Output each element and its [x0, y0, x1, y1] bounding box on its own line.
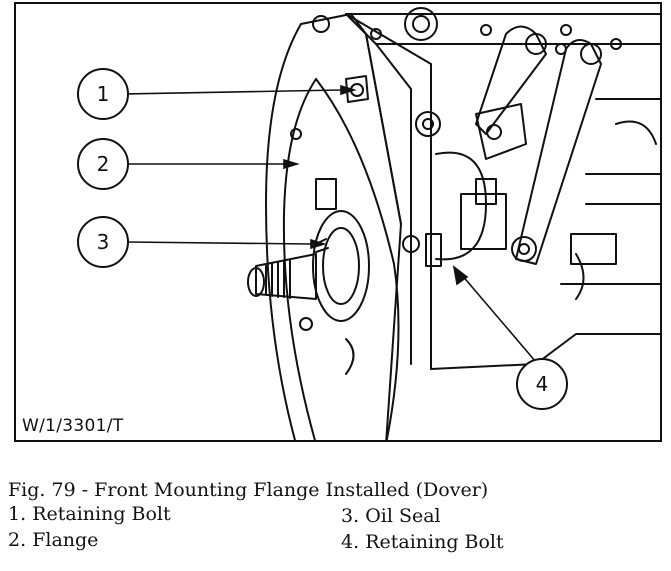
figure-frame: 1 2 3 4 W/1/3301/T [14, 2, 662, 442]
svg-text:4: 4 [536, 372, 549, 396]
legend-number: 4. [341, 531, 360, 553]
legend-item-2: 2. Flange [8, 528, 98, 552]
engine-block [345, 7, 660, 370]
legend-label: Oil Seal [365, 505, 441, 527]
legend-label: Retaining Bolt [32, 503, 171, 525]
callout-1: 1 [77, 68, 129, 120]
callout-3: 3 [77, 216, 129, 268]
drawing-reference: W/1/3301/T [22, 416, 124, 436]
svg-text:3: 3 [97, 230, 110, 254]
legend-number: 2. [8, 529, 27, 551]
legend-item-3: 3. Oil Seal [341, 504, 441, 528]
mounting-flange [265, 13, 442, 440]
legend-label: Flange [32, 529, 99, 551]
callout-4: 4 [516, 358, 568, 410]
oil-seal-and-shaft [247, 210, 370, 322]
callout-2: 2 [77, 138, 129, 190]
caption-legend: 1. Retaining Bolt 2. Flange 3. Oil Seal … [8, 502, 658, 554]
leader-line-1 [125, 89, 342, 95]
legend-number: 3. [341, 505, 360, 527]
legend-item-1: 1. Retaining Bolt [8, 502, 171, 526]
leader-arrow-3 [310, 238, 327, 250]
leader-arrow-2 [283, 158, 300, 170]
engine-illustration: 1 2 3 4 [77, 7, 660, 440]
rocker-linkage [460, 25, 622, 300]
caption-title: Fig. 79 - Front Mounting Flange Installe… [8, 479, 489, 501]
legend-item-4: 4. Retaining Bolt [341, 530, 504, 554]
legend-number: 1. [8, 503, 27, 525]
svg-text:2: 2 [97, 152, 110, 176]
leader-arrow-1 [340, 84, 357, 96]
figure-caption: Fig. 79 - Front Mounting Flange Installe… [8, 478, 658, 554]
leader-arrow-4 [452, 265, 469, 286]
legend-label: Retaining Bolt [365, 531, 504, 553]
leader-line-4 [460, 273, 537, 363]
svg-text:1: 1 [97, 82, 110, 106]
leader-lines [125, 84, 537, 363]
leader-line-3 [125, 241, 312, 245]
